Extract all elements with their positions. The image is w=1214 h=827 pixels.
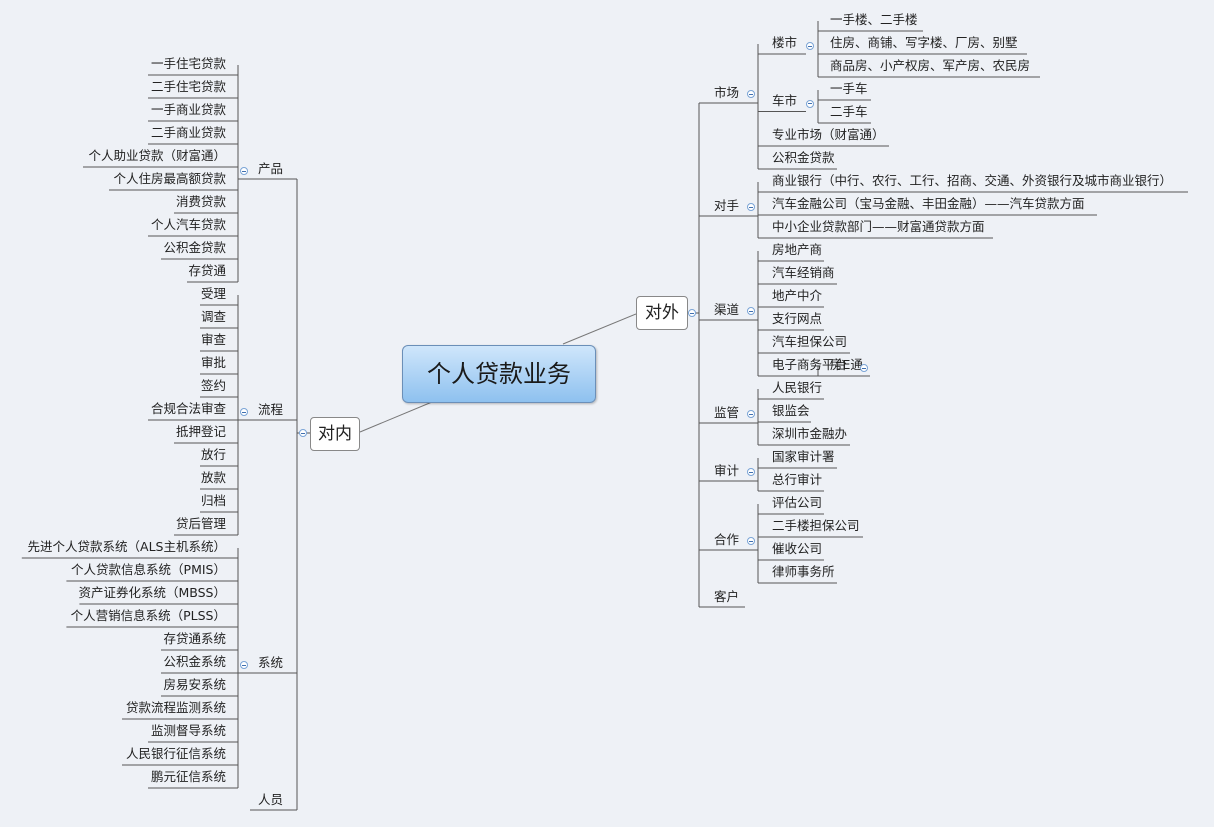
topic-item[interactable]: 公积金贷款 xyxy=(772,150,835,165)
topic-item[interactable]: 监测督导系统 xyxy=(150,723,226,738)
collapse-toggle-icon[interactable] xyxy=(747,307,755,315)
topic-item[interactable]: 消费贷款 xyxy=(175,194,226,209)
topic-item[interactable]: 公积金系统 xyxy=(163,654,226,669)
topic-item[interactable]: 受理 xyxy=(200,286,226,301)
topic-item[interactable]: 抵押登记 xyxy=(175,424,226,439)
collapse-toggle-icon[interactable] xyxy=(747,90,755,98)
collapse-toggle-icon[interactable] xyxy=(299,429,307,437)
topic-item[interactable]: 审查 xyxy=(200,332,226,347)
topic-item[interactable]: 资产证券化系统（MBSS） xyxy=(78,585,226,600)
topic-item[interactable]: 公积金贷款 xyxy=(163,240,226,255)
collapse-toggle-icon[interactable] xyxy=(747,203,755,211)
topic-item[interactable]: 汽车担保公司 xyxy=(772,334,848,349)
topic-group[interactable]: 渠道 xyxy=(714,302,740,317)
topic-item[interactable]: 房地产商 xyxy=(772,242,823,257)
topic-item[interactable]: 审批 xyxy=(200,355,226,370)
topic-item[interactable]: 中小企业贷款部门——财富通贷款方面 xyxy=(772,219,985,234)
topic-item[interactable]: 归档 xyxy=(200,493,226,508)
topic-item[interactable]: 个人助业贷款（财富通） xyxy=(88,148,226,163)
topic-item[interactable]: 先进个人贷款系统（ALS主机系统） xyxy=(27,539,226,554)
collapse-toggle-icon[interactable] xyxy=(806,99,814,108)
topic-item[interactable]: 二手住宅贷款 xyxy=(150,79,226,94)
topic-item[interactable]: 存贷通系统 xyxy=(163,631,226,646)
topic-item[interactable]: 调查 xyxy=(200,309,226,324)
topic-item[interactable]: 总行审计 xyxy=(772,472,823,487)
topic-item[interactable]: 签约 xyxy=(200,378,226,393)
topic-item[interactable]: 个人汽车贷款 xyxy=(150,217,226,232)
topic-item[interactable]: 汽车金融公司（宝马金融、丰田金融）——汽车贷款方面 xyxy=(772,196,1085,211)
topic-item[interactable]: 贷后管理 xyxy=(175,516,226,531)
topic-child[interactable]: 一手车 xyxy=(830,81,868,96)
topic-item[interactable]: 催收公司 xyxy=(772,541,823,556)
topic-child[interactable]: 二手车 xyxy=(830,104,868,119)
topic-item[interactable]: 商业银行（中行、农行、工行、招商、交通、外资银行及城市商业银行） xyxy=(772,173,1173,188)
topic-item[interactable]: 放款 xyxy=(200,470,226,485)
topic-item[interactable]: 专业市场（财富通） xyxy=(772,127,885,142)
topic-item[interactable]: 人民银行 xyxy=(772,380,823,395)
topic-group[interactable]: 审计 xyxy=(714,463,740,478)
collapse-toggle-icon[interactable] xyxy=(240,408,248,416)
topic-item[interactable]: 个人营销信息系统（PLSS） xyxy=(70,608,226,623)
topic-item[interactable]: 一手商业贷款 xyxy=(150,102,226,117)
topic-item[interactable]: 贷款流程监测系统 xyxy=(125,700,226,715)
topic-group[interactable]: 对手 xyxy=(714,198,740,213)
collapse-toggle-icon[interactable] xyxy=(747,537,755,545)
topic-item[interactable]: 汽车经销商 xyxy=(772,265,835,280)
collapse-toggle-icon[interactable] xyxy=(860,364,868,372)
topic-item[interactable]: 个人贷款信息系统（PMIS） xyxy=(71,562,226,577)
topic-item[interactable]: 一手住宅贷款 xyxy=(150,56,226,71)
topic-item[interactable]: 银监会 xyxy=(772,403,810,418)
collapse-toggle-icon[interactable] xyxy=(240,661,248,669)
topic-item[interactable]: 放行 xyxy=(200,447,226,462)
topic-group[interactable]: 客户 xyxy=(714,589,740,604)
topic-item[interactable]: 深圳市金融办 xyxy=(772,426,848,441)
topic-item[interactable]: 电子商务平台 xyxy=(772,357,848,372)
collapse-toggle-icon[interactable] xyxy=(240,167,248,175)
topic-item[interactable]: 人民银行征信系统 xyxy=(125,746,226,761)
branch-internal[interactable]: 对内 xyxy=(310,417,360,451)
topic-item[interactable]: 个人住房最高额贷款 xyxy=(113,171,226,186)
topic-item[interactable]: 存贷通 xyxy=(188,263,226,278)
collapse-toggle-icon[interactable] xyxy=(806,42,814,50)
topic-group[interactable]: 系统 xyxy=(257,655,283,670)
topic-child[interactable]: 一手楼、二手楼 xyxy=(830,12,918,27)
topic-item[interactable]: 鹏元征信系统 xyxy=(150,769,226,784)
topic-item[interactable]: 地产中介 xyxy=(772,288,823,303)
topic-group[interactable]: 监管 xyxy=(714,405,740,420)
collapse-toggle-icon[interactable] xyxy=(688,309,696,317)
topic-item[interactable]: 二手楼担保公司 xyxy=(772,518,860,533)
topic-child[interactable]: 住房、商铺、写字楼、厂房、别墅 xyxy=(830,35,1018,50)
topic-item[interactable]: 评估公司 xyxy=(772,495,823,510)
topic-group[interactable]: 产品 xyxy=(257,161,283,176)
topic-item[interactable]: 支行网点 xyxy=(772,311,823,326)
topic-child[interactable]: 房E通 xyxy=(830,357,863,372)
branch-external[interactable]: 对外 xyxy=(636,296,688,330)
topic-3[interactable]: 人员 xyxy=(257,792,283,807)
topic-item[interactable]: 房易安系统 xyxy=(163,677,226,692)
root-topic[interactable]: 个人贷款业务 xyxy=(402,345,596,403)
topic-item[interactable]: 合规合法审查 xyxy=(150,401,226,416)
topic-item[interactable]: 二手商业贷款 xyxy=(150,125,226,140)
topic-group[interactable]: 合作 xyxy=(714,532,740,547)
topic-group[interactable]: 市场 xyxy=(714,85,740,100)
topic-child[interactable]: 商品房、小产权房、军产房、农民房 xyxy=(830,58,1031,73)
topic-item[interactable]: 楼市 xyxy=(772,35,798,50)
topic-item[interactable]: 律师事务所 xyxy=(772,564,835,579)
topic-item[interactable]: 车市 xyxy=(772,92,798,108)
topic-item[interactable]: 国家审计署 xyxy=(772,449,835,464)
collapse-toggle-icon[interactable] xyxy=(747,468,755,476)
topic-group[interactable]: 流程 xyxy=(257,402,283,417)
collapse-toggle-icon[interactable] xyxy=(747,410,755,418)
